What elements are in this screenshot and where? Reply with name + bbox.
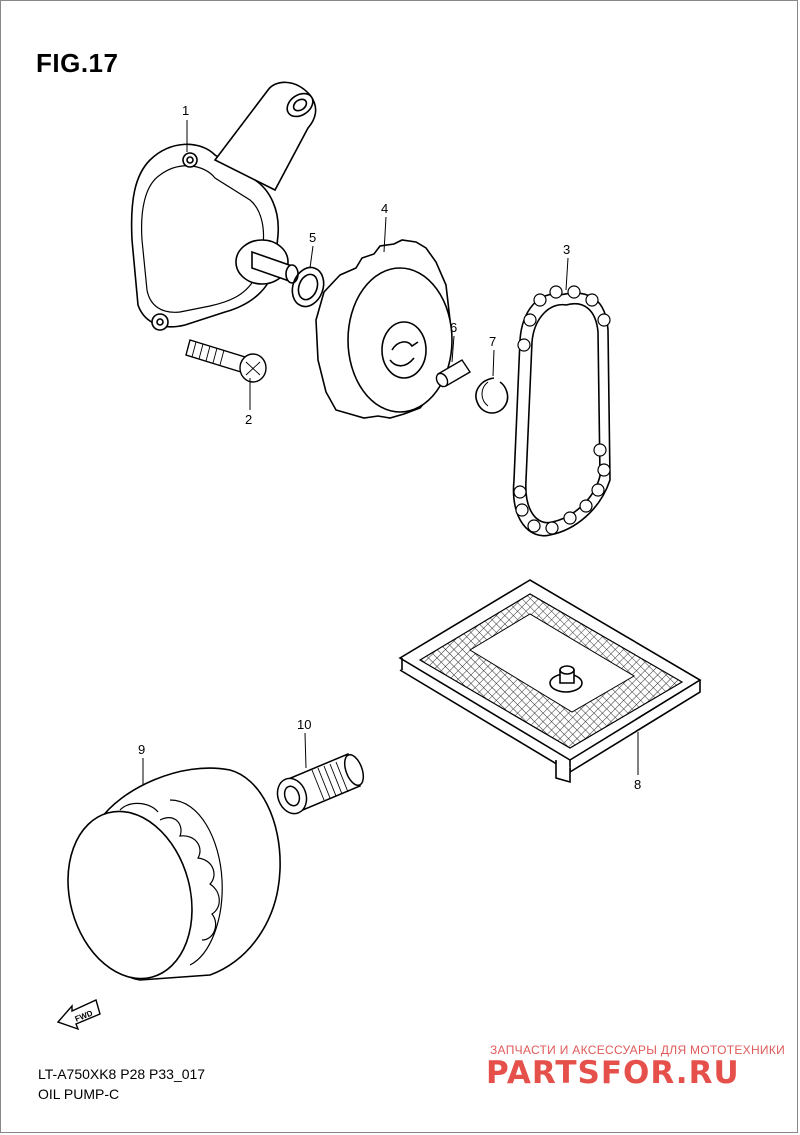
callout-part-10: 10 <box>297 717 312 732</box>
model-code: LT-A750XK8 P28 P33_017 <box>38 1066 206 1082</box>
driven-gear <box>316 240 452 418</box>
section-name: OIL PUMP-C <box>38 1086 120 1102</box>
callout-part-5: 5 <box>309 230 317 245</box>
callout-part-2: 2 <box>245 412 253 427</box>
oil-filter <box>50 768 280 993</box>
callout-part-8: 8 <box>634 777 642 792</box>
pin <box>434 360 470 389</box>
leader-lines <box>143 120 638 785</box>
union-fitting <box>273 752 367 817</box>
oil-strainer <box>400 580 700 782</box>
drive-chain <box>513 286 610 536</box>
callout-part-9: 9 <box>138 742 146 757</box>
callout-part-6: 6 <box>450 320 458 335</box>
bolt <box>186 340 266 382</box>
fwd-arrow-icon: FWD <box>58 1000 100 1029</box>
figure-title: FIG.17 <box>36 48 119 78</box>
callout-part-3: 3 <box>563 242 571 257</box>
o-ring <box>287 263 329 311</box>
callout-part-7: 7 <box>489 334 497 349</box>
watermark-logo: PARTSFOR.RU <box>486 1055 740 1091</box>
oil-pump-body <box>132 82 318 330</box>
circlip <box>476 378 508 413</box>
callout-part-1: 1 <box>182 103 190 118</box>
callout-part-4: 4 <box>381 201 389 216</box>
watermark-tagline: ЗАПЧАСТИ И АКСЕССУАРЫ ДЛЯ МОТОТЕХНИКИ <box>490 1043 786 1057</box>
